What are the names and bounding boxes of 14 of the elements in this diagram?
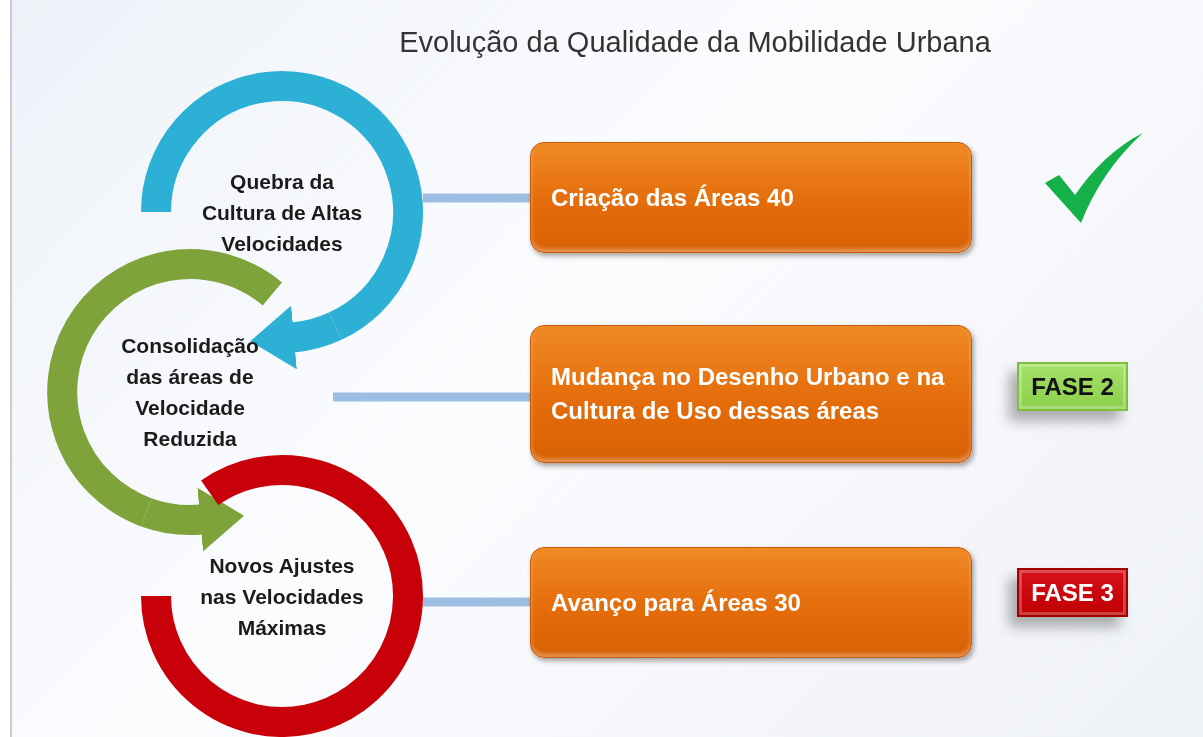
step-label: Novos Ajustes nas Velocidades Máximas [199,552,365,641]
diagram-title: Evolução da Qualidade da Mobilidade Urbana [398,26,992,59]
connector-bar [423,193,530,203]
curved-arrow [141,487,245,552]
step-box: Mudança no Desenho Urbano e na Cultura de Uso dessas áreas [530,325,972,463]
phase-badge: FASE 2 [1017,362,1128,411]
step-label: Consolidação das áreas de Velocidade Reduzida [120,333,260,452]
connector-bar [423,597,530,607]
step-box: Criação das Áreas 40 [530,142,972,253]
phase-badge: FASE 3 [1017,568,1128,617]
step-box: Avanço para Áreas 30 [530,547,972,658]
step-label: Quebra da Cultura de Altas Velocidades [200,168,364,257]
curved-arrow [250,305,341,370]
connector-bar [333,392,530,402]
